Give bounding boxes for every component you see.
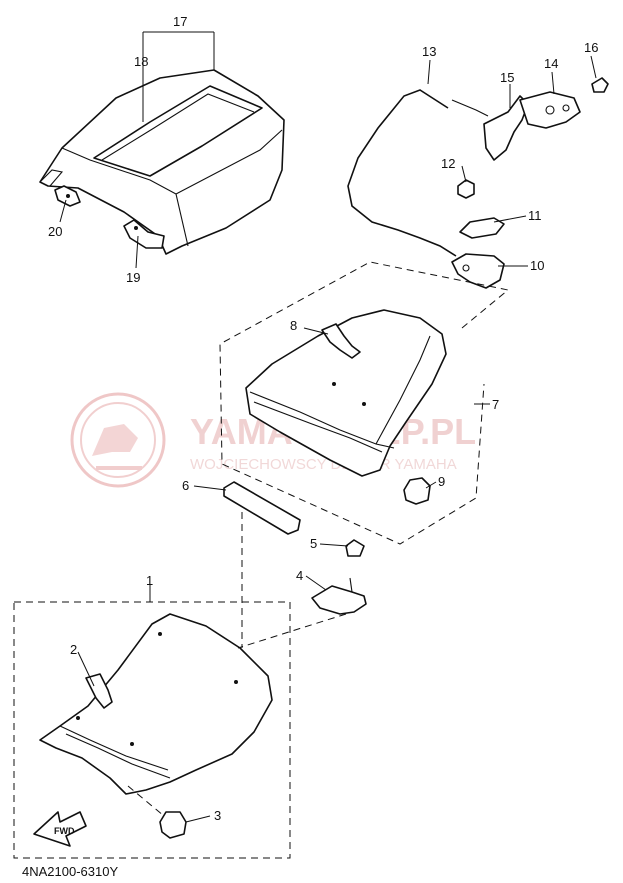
callout-15: 15 — [500, 70, 514, 85]
rider-seat — [39, 613, 273, 795]
watermark-subtitle: WOJCIECHOWSCY DEALER YAMAHA — [190, 456, 457, 473]
callout-20: 20 — [48, 224, 62, 239]
lock-cylinder — [519, 91, 581, 129]
lock-nut — [457, 179, 475, 199]
passenger-seat-damper — [403, 477, 431, 505]
passenger-seat-strap — [321, 323, 361, 359]
callout-13: 13 — [422, 44, 436, 59]
lock-lever — [483, 95, 529, 161]
callout-5: 5 — [310, 536, 317, 551]
callout-17: 17 — [173, 14, 187, 29]
seat-lock-hook — [451, 253, 505, 289]
callout-1: 1 — [146, 573, 153, 588]
group-boundary-passenger-seat — [219, 261, 510, 545]
callout-4: 4 — [296, 568, 303, 583]
passenger-seat-assembly — [245, 309, 447, 505]
callout-3: 3 — [214, 808, 221, 823]
diagram-code: 4NA2100-6310Y — [22, 864, 118, 879]
seat-lock-cable — [347, 89, 457, 257]
callout-18: 18 — [134, 54, 148, 69]
forward-arrow-icon — [33, 811, 87, 847]
callout-7: 7 — [492, 397, 499, 412]
forward-label: FWD — [54, 826, 75, 836]
callout-10: 10 — [530, 258, 544, 273]
bracket-bolt — [345, 539, 365, 557]
group-boundary-rider-seat — [13, 601, 291, 859]
seat-band — [223, 481, 301, 535]
seat-bracket — [311, 585, 367, 615]
callout-8: 8 — [290, 318, 297, 333]
rider-seat-damper — [159, 811, 187, 839]
passenger-seat — [245, 309, 447, 477]
lock-plate — [459, 217, 505, 239]
callout-19: 19 — [126, 270, 140, 285]
seat-cowl-assembly — [39, 69, 285, 255]
lock-screw — [591, 77, 609, 93]
callout-6: 6 — [182, 478, 189, 493]
callout-11: 11 — [528, 208, 542, 223]
leader-lines — [59, 31, 597, 823]
seat-lock-assembly — [347, 77, 609, 289]
cowl-bracket-right — [123, 219, 165, 249]
forward-arrow: FWD — [33, 811, 87, 847]
callout-14: 14 — [544, 56, 558, 71]
callout-2: 2 — [70, 642, 77, 657]
callout-9: 9 — [438, 474, 445, 489]
callout-12: 12 — [441, 156, 455, 171]
seat-cowl-pad — [93, 85, 263, 177]
watermark-logo — [70, 392, 166, 488]
callout-numbers: 17 18 20 19 13 16 14 15 12 11 10 8 7 9 6… — [48, 14, 598, 823]
callout-16: 16 — [584, 40, 598, 55]
